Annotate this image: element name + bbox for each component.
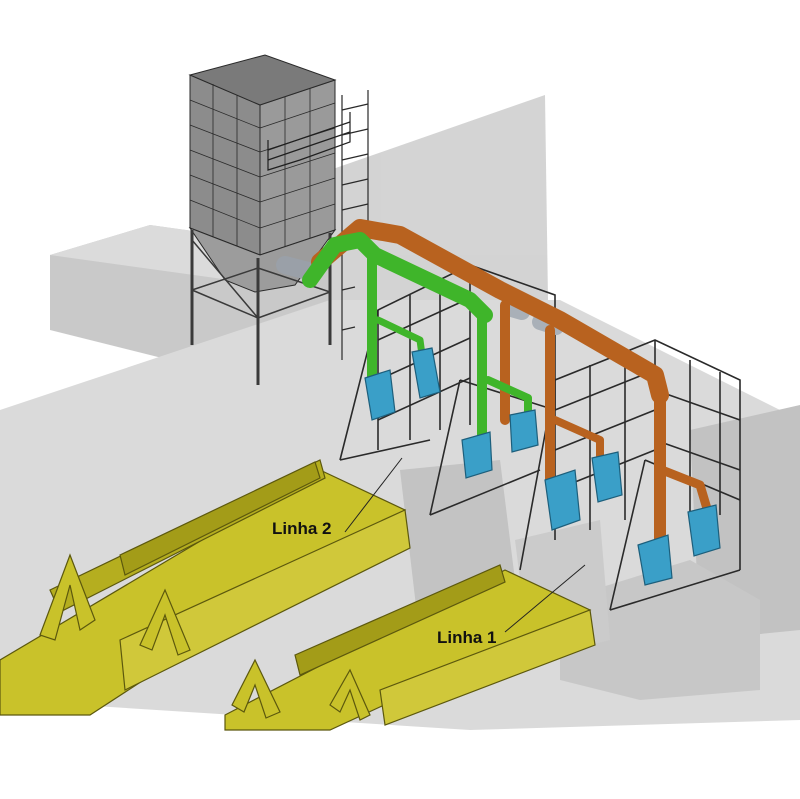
access-ladder xyxy=(341,90,369,360)
conveyor-2-end-frame xyxy=(39,553,96,641)
right-lower-block xyxy=(560,560,760,700)
hood-4 xyxy=(509,409,539,453)
conveyor-1-end-frame xyxy=(231,658,281,719)
conveyor-1-mid-frame xyxy=(329,668,371,721)
conveyor-line-1 xyxy=(224,564,596,731)
conveyor-line-2 xyxy=(0,459,411,716)
hood-2 xyxy=(411,347,441,399)
hood-6 xyxy=(591,451,623,503)
leader-line-1 xyxy=(504,564,586,633)
conveyor-2-front-wall xyxy=(119,509,411,691)
hood-3 xyxy=(461,431,493,479)
leader-line-2 xyxy=(344,457,403,533)
label-line-2: Linha 2 xyxy=(272,519,332,538)
conveyor-1-back-wall xyxy=(294,564,506,676)
tower-side xyxy=(259,79,336,256)
duct-network xyxy=(276,219,713,551)
tower-front xyxy=(189,74,261,256)
leader-lines xyxy=(344,457,586,633)
duct-green-main xyxy=(302,232,493,323)
hood-8 xyxy=(687,504,721,557)
duct-orange-branch-2 xyxy=(657,465,713,517)
label-line-1: Linha 1 xyxy=(437,628,497,647)
hood-7 xyxy=(637,534,673,586)
hood-5 xyxy=(544,469,581,531)
platform-railing xyxy=(267,112,351,171)
duct-orange-main xyxy=(311,219,669,404)
conveyor-2-back-wall xyxy=(119,461,321,576)
duct-orange xyxy=(311,219,713,551)
conveyor-2-mid-frame xyxy=(139,588,191,656)
extraction-hoods xyxy=(364,347,721,586)
duct-connector-gray-1 xyxy=(500,300,530,320)
duct-orange-branch-1 xyxy=(551,416,604,464)
hood-1 xyxy=(364,369,396,421)
conveyor-1-front-wall xyxy=(379,609,596,726)
